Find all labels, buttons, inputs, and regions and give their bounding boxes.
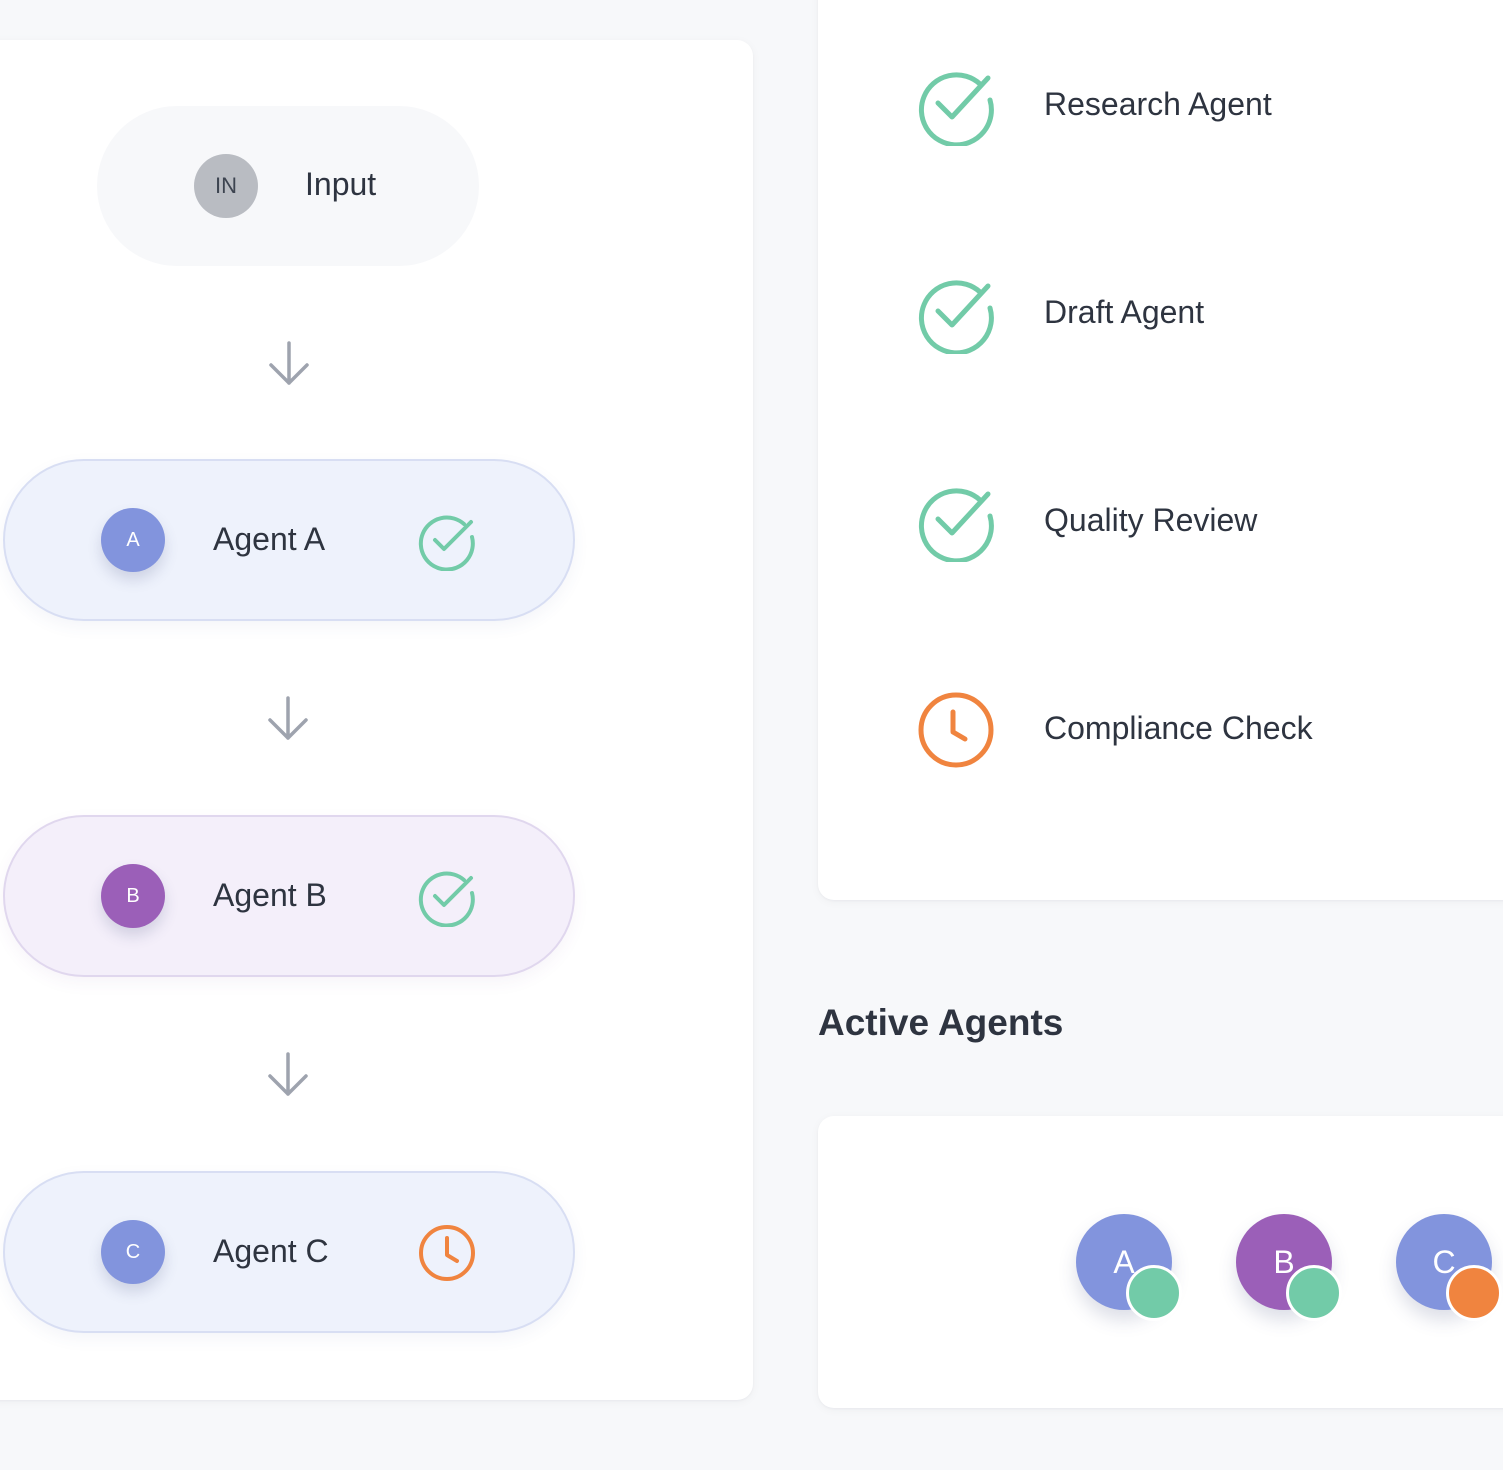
active-agents-title: Active Agents bbox=[818, 1002, 1064, 1043]
status-label: Quality Review bbox=[1044, 502, 1258, 538]
status-item-compliance-check[interactable]: Compliance Check bbox=[916, 690, 1476, 770]
active-agent-initial: C bbox=[1432, 1243, 1456, 1280]
status-item-research-agent[interactable]: Research Agent bbox=[916, 66, 1476, 146]
status-dot-pending bbox=[1446, 1265, 1502, 1321]
active-agent-c-avatar[interactable]: C bbox=[1396, 1214, 1492, 1310]
status-dot-online bbox=[1126, 1265, 1182, 1321]
active-agent-initial: A bbox=[1113, 1243, 1135, 1280]
check-circle-icon bbox=[919, 280, 994, 354]
clock-icon bbox=[419, 1225, 475, 1281]
agent-b-avatar: B bbox=[101, 864, 165, 928]
agent-a-avatar: A bbox=[101, 508, 165, 572]
status-dot-online bbox=[1286, 1265, 1342, 1321]
status-label: Research Agent bbox=[1044, 86, 1272, 122]
agent-c-avatar: C bbox=[101, 1220, 165, 1284]
pipeline-node-agent-b[interactable]: B Agent B bbox=[3, 815, 575, 977]
active-agent-initial: B bbox=[1273, 1243, 1295, 1280]
status-item-draft-agent[interactable]: Draft Agent bbox=[916, 274, 1476, 354]
pipeline-node-agent-c[interactable]: C Agent C bbox=[3, 1171, 575, 1333]
agent-a-label: Agent A bbox=[213, 521, 326, 557]
status-item-quality-review[interactable]: Quality Review bbox=[916, 482, 1476, 562]
arrow-down-icon bbox=[268, 1052, 308, 1096]
agent-b-label: Agent B bbox=[213, 877, 327, 913]
arrow-down-icon bbox=[268, 696, 308, 740]
agent-c-label: Agent C bbox=[213, 1233, 329, 1269]
arrow-down-icon bbox=[269, 341, 309, 385]
status-card bbox=[818, 0, 1503, 900]
status-label: Compliance Check bbox=[1044, 710, 1313, 746]
check-circle-icon bbox=[919, 72, 994, 146]
check-circle-icon bbox=[919, 488, 994, 562]
clock-icon bbox=[918, 692, 994, 768]
pipeline-node-agent-a[interactable]: A Agent A bbox=[3, 459, 575, 621]
check-circle-icon bbox=[418, 871, 475, 927]
check-circle-icon bbox=[418, 515, 475, 571]
status-label: Draft Agent bbox=[1044, 294, 1205, 330]
input-label: Input bbox=[305, 166, 377, 202]
pipeline-node-input[interactable]: IN Input bbox=[97, 106, 479, 266]
input-badge: IN bbox=[194, 154, 258, 218]
